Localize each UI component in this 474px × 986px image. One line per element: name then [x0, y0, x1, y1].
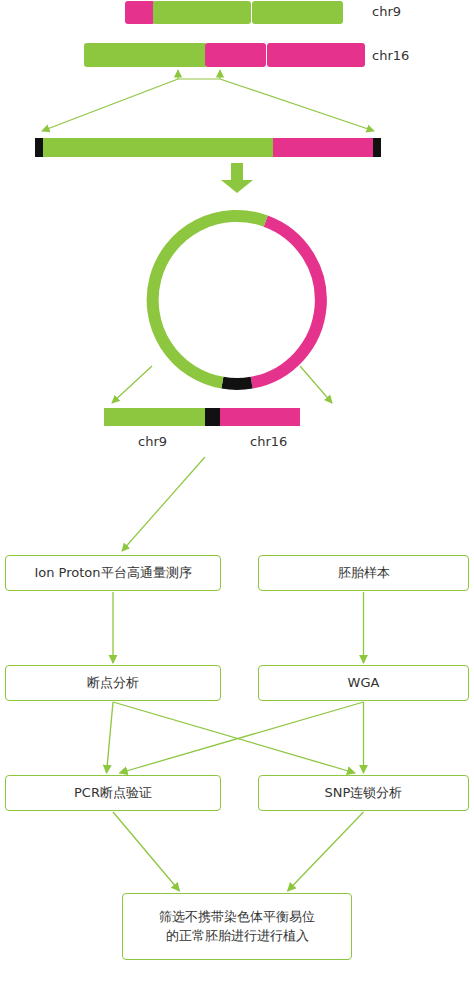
junction-bar [104, 408, 300, 426]
chromosome-segment [43, 138, 273, 157]
cut-arrows [112, 366, 332, 403]
zoom-arrow [220, 79, 374, 131]
arrow-head [221, 180, 253, 193]
box-text: 筛选不携带染色体平衡易位的正常胚胎进行进行植入 [155, 908, 319, 946]
process-box: PCR断点验证 [5, 775, 221, 811]
box-text: SNP连锁分析 [325, 784, 403, 803]
process-box: 筛选不携带染色体平衡易位的正常胚胎进行进行植入 [122, 893, 352, 960]
chromosome-segment [220, 408, 300, 426]
chromosome-label: chr16 [250, 434, 287, 450]
adapter-segment [205, 408, 220, 426]
adapter-segment [373, 138, 381, 157]
arrow-shaft [231, 163, 243, 180]
pointer-arrow [219, 70, 220, 79]
flow-arrow [113, 812, 180, 891]
flow-arrow [119, 702, 363, 773]
process-box: 胚胎样本 [258, 555, 469, 591]
cut-arrow [300, 366, 332, 403]
chromosome-segment [267, 43, 365, 67]
chr16-bar [84, 43, 365, 67]
thick-arrow [221, 163, 253, 193]
process-box: Ion Proton平台高通量测序 [5, 555, 221, 591]
chromosome-segment [252, 1, 343, 24]
bracket-line [178, 78, 220, 79]
chromosome-label: chr16 [372, 48, 409, 64]
ring-segment [252, 221, 321, 383]
ring-segment [222, 383, 251, 384]
chromosome-segment [104, 408, 206, 426]
chromosome-label: chr9 [138, 434, 167, 450]
process-box: WGA [258, 665, 469, 701]
flow-arrow [122, 457, 205, 551]
zoom-arrow [42, 79, 178, 131]
flow-arrow [363, 592, 364, 663]
box-text: 胚胎样本 [338, 564, 390, 583]
box-text: WGA [348, 674, 380, 693]
process-box: 断点分析 [5, 665, 221, 701]
chromosome-segment [273, 138, 373, 157]
chromosome-label: chr9 [372, 4, 401, 20]
box-text: PCR断点验证 [74, 784, 152, 803]
circularized-fragment [153, 216, 321, 384]
chromosome-segment [125, 1, 155, 24]
process-box: SNP连锁分析 [258, 775, 469, 811]
box-text: 断点分析 [87, 674, 139, 693]
flow-arrow [107, 702, 113, 773]
box-text: Ion Proton平台高通量测序 [34, 564, 191, 583]
cut-arrow [112, 366, 152, 403]
flow-arrow [112, 592, 113, 663]
ring-segment [153, 216, 266, 383]
fragment-bar [35, 138, 381, 157]
chromosome-segment [205, 43, 266, 67]
chr9-bar [125, 1, 343, 24]
adapter-segment [35, 138, 43, 157]
zoom-lines [42, 70, 374, 131]
flow-arrow [363, 702, 364, 773]
chromosome-segment [84, 43, 207, 67]
pointer-arrow [177, 70, 178, 79]
flow-arrow [113, 702, 355, 773]
chromosome-segment [153, 1, 251, 24]
flow-arrow [288, 812, 364, 891]
